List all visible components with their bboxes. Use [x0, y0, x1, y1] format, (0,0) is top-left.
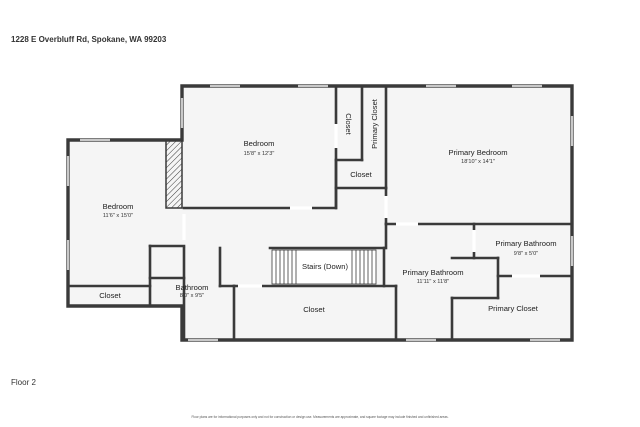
room-primary-bathroom-name: Primary Bathroom [402, 268, 463, 277]
room-bathroom-dims: 8'0" x 9'5" [180, 293, 204, 299]
room-bathroom-name: Bathroom [176, 283, 209, 292]
room-primary-closet-name: Primary Closet [488, 304, 539, 313]
room-bedroom-left-name: Bedroom [103, 202, 134, 211]
room-primary-closet-vertical-name: Primary Closet [370, 98, 379, 149]
room-bedroom-left-dims: 11'6" x 15'0" [103, 213, 133, 219]
property-address: 1228 E Overbluff Rd, Spokane, WA 99203 [11, 35, 167, 44]
room-primary-bathroom-small-dims: 9'8" x 5'0" [514, 251, 538, 257]
windows [66, 84, 574, 342]
door-openings [182, 124, 540, 288]
room-bedroom-top-dims: 15'8" x 12'3" [244, 151, 275, 157]
room-stairs-name: Stairs (Down) [302, 262, 348, 271]
room-bedroom-top-name: Bedroom [244, 139, 275, 148]
room-primary-bedroom-name: Primary Bedroom [448, 148, 507, 157]
room-labels: Bedroom 15'8" x 12'3" Closet Primary Clo… [99, 98, 556, 314]
room-closet-small-name: Closet [350, 170, 372, 179]
room-closet-left-name: Closet [99, 291, 121, 300]
room-closet-vertical-name: Closet [344, 113, 353, 135]
floor-fill [68, 86, 572, 340]
room-primary-bathroom-small-name: Primary Bathroom [495, 239, 556, 248]
room-primary-bedroom-dims: 18'10" x 14'1" [461, 159, 495, 165]
chimney-hatch [165, 139, 183, 209]
room-closet-bottom-name: Closet [303, 305, 325, 314]
floor-label: Floor 2 [11, 378, 36, 387]
stair-treads [271, 249, 377, 285]
room-primary-bathroom-dims: 11'11" x 11'8" [417, 279, 450, 285]
disclaimer-text: Floor plans are for informational purpos… [191, 415, 449, 419]
